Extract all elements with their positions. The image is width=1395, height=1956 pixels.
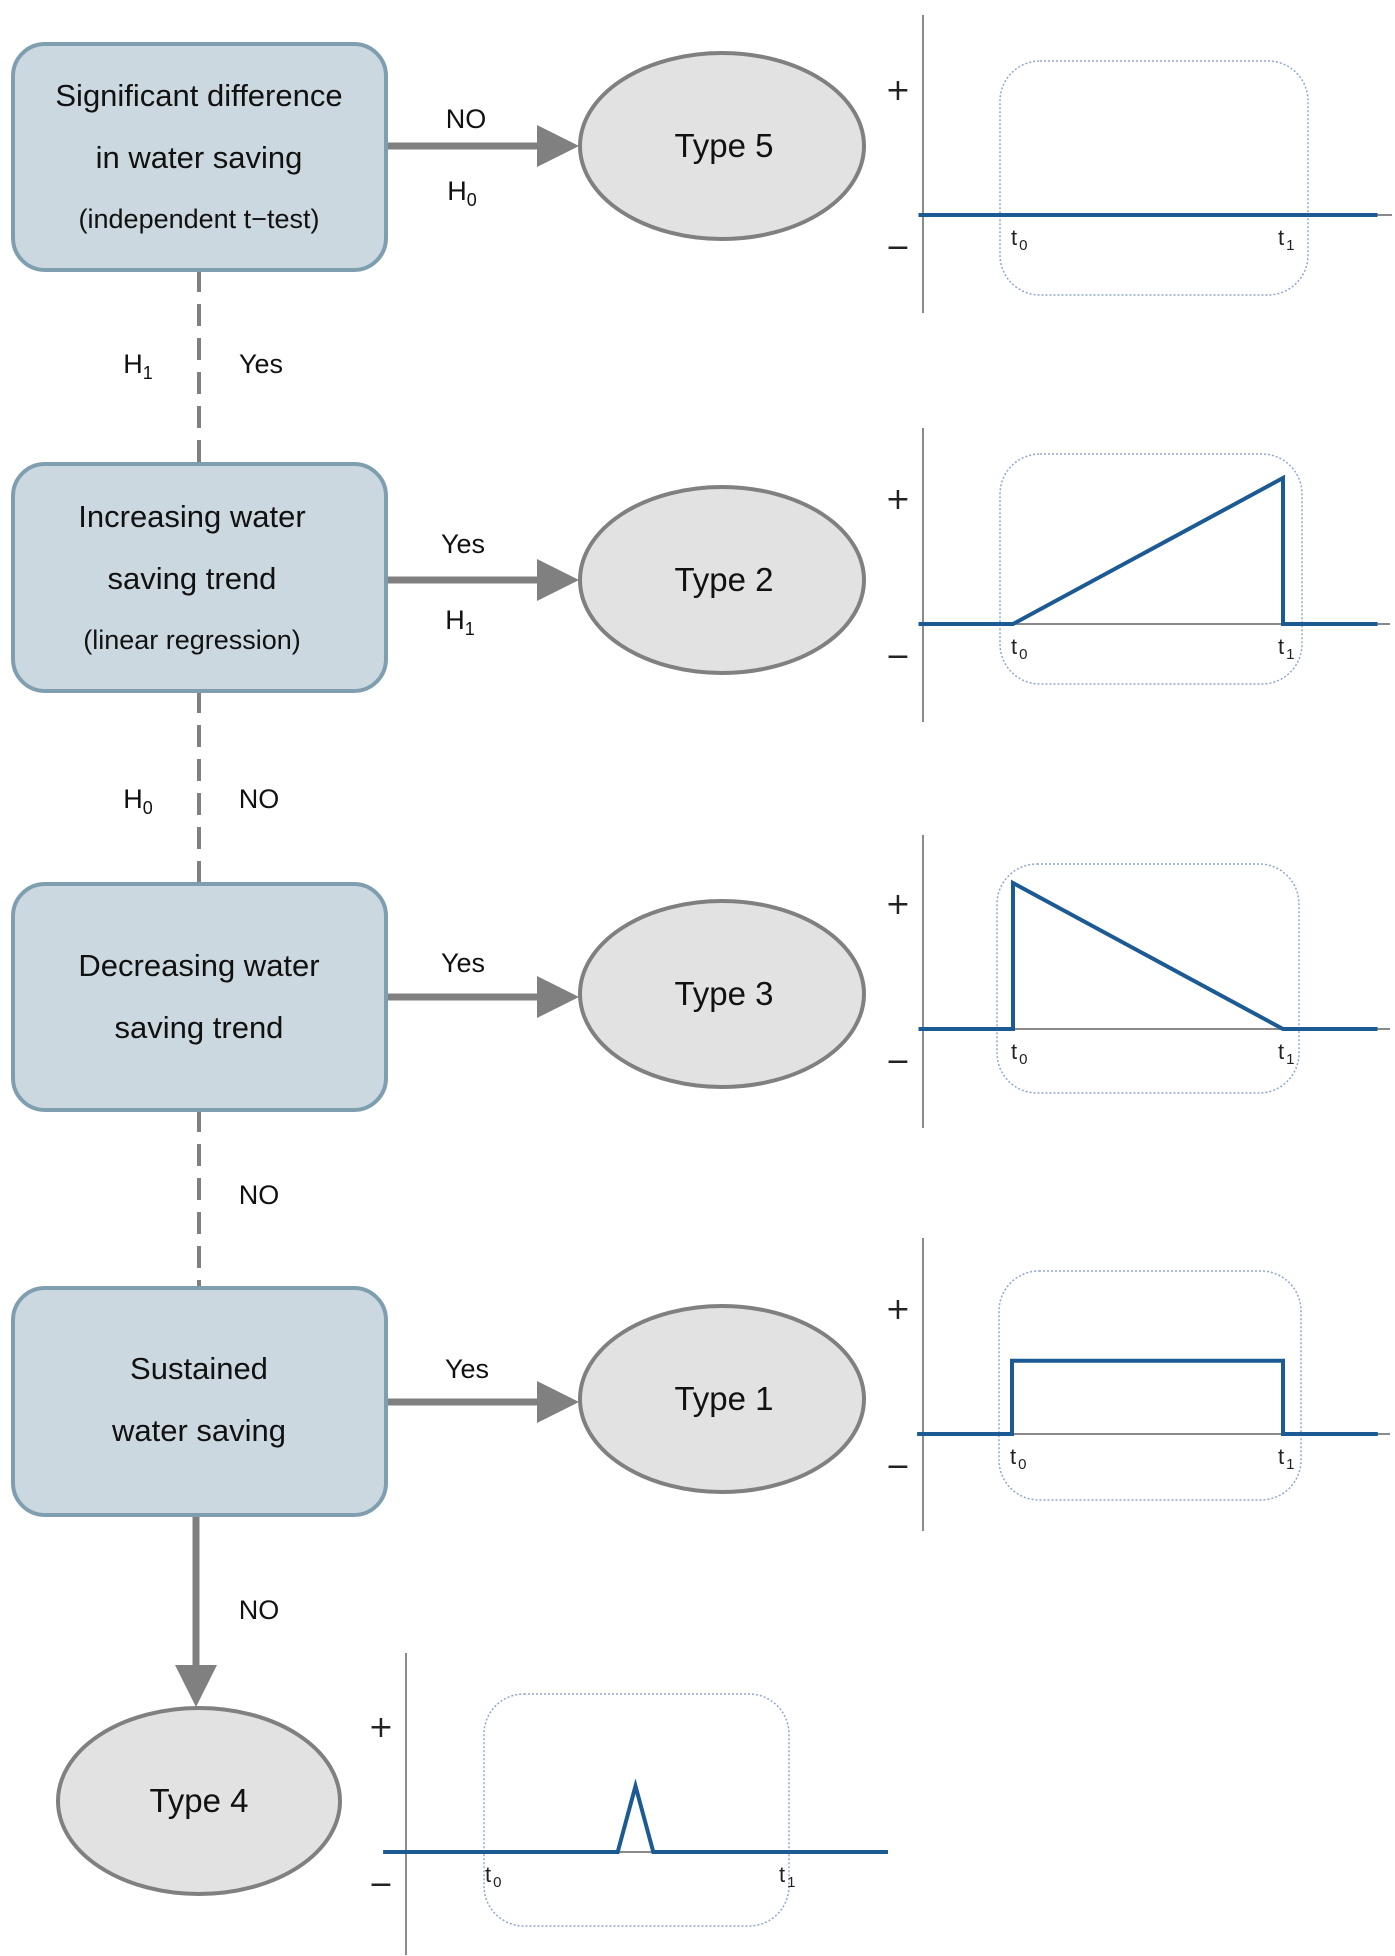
decision-line: Increasing water [78,499,305,534]
type-node-1: Type 1 [578,1304,866,1494]
y-axis-plus-label: + [885,887,910,922]
decision-method: (linear regression) [83,625,301,655]
edge-answer-label: Yes [441,948,485,978]
observation-window [998,1270,1302,1501]
decision-sustained-saving: Sustained water saving [11,1286,388,1517]
y-axis-minus-label: − [885,1449,910,1484]
y-axis-minus-label: − [885,1044,910,1079]
y-axis-plus-label: + [885,73,910,108]
type-label: Type 3 [674,975,773,1012]
edge-hypothesis-label: H1 [445,605,475,639]
y-axis-minus-label: − [885,230,910,265]
edge-answer-label: Yes [445,1354,489,1384]
y-axis-plus-label: + [885,482,910,517]
decision-line: water saving [111,1413,286,1448]
type-label: Type 4 [149,1782,248,1819]
edge-answer-label: NO [239,1595,280,1625]
edge-answer-label: NO [239,784,280,814]
type-node-4: Type 4 [56,1706,342,1896]
type-label: Type 5 [674,127,773,164]
decision-line: saving trend [115,1010,284,1045]
decision-line: Sustained [130,1351,268,1386]
edge-hypothesis-label: H0 [447,176,477,210]
edge-answer-label: NO [446,104,487,134]
decision-significant-difference: Significant difference in water saving (… [11,42,388,272]
water-saving-signal-line [918,879,1378,1031]
decision-line: Decreasing water [78,948,319,983]
decision-increasing-trend: Increasing water saving trend (linear re… [11,462,388,693]
type-label: Type 2 [674,561,773,598]
water-saving-signal-line [918,474,1378,626]
type-label: Type 1 [674,1380,773,1417]
decision-line: in water saving [96,140,303,175]
y-axis-minus-label: − [885,639,910,674]
water-saving-signal-line [383,1778,888,1854]
y-axis-minus-label: − [368,1867,393,1902]
observation-window [483,1693,790,1927]
edge-hypothesis-label: H1 [123,349,153,383]
y-axis-plus-label: + [885,1292,910,1327]
edge-answer-label: NO [239,1180,280,1210]
edge-answer-label: Yes [239,349,283,379]
edge-hypothesis-label: H0 [123,784,153,818]
observation-window [999,453,1303,685]
decision-line: saving trend [108,561,277,596]
decision-line: Significant difference [55,78,342,113]
decision-decreasing-trend: Decreasing water saving trend [11,882,388,1112]
type-node-2: Type 2 [578,485,866,675]
water-saving-signal-line [917,1358,1378,1436]
edge-answer-label: Yes [441,529,485,559]
type-node-3: Type 3 [578,899,866,1089]
observation-window [999,60,1309,296]
type-node-5: Type 5 [578,51,866,241]
decision-method: (independent t−test) [79,204,320,234]
y-axis-plus-label: + [368,1710,393,1745]
